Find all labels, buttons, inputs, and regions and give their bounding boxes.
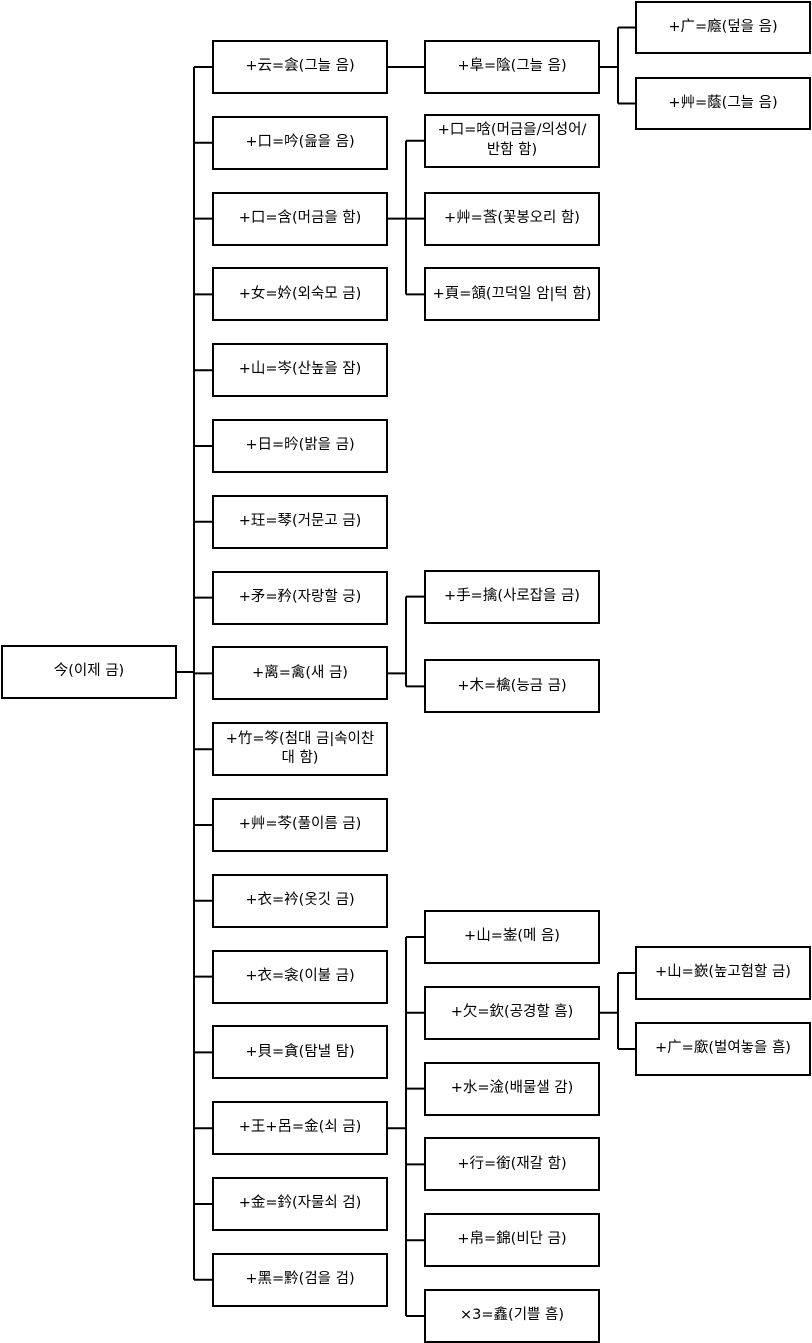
node-l1-6: +玨=琴(거문고 금) <box>212 494 388 549</box>
node-yin-child: +阜=陰(그늘 음) <box>424 40 600 94</box>
node-l1-1: +口=吟(읊을 음) <box>212 115 388 170</box>
root-node: 今(이제 금) <box>1 645 177 699</box>
node-l1-4: +山=岑(산높을 잠) <box>212 343 388 398</box>
node-l1-10: +艸=芩(풀이름 금) <box>212 798 388 852</box>
node-metal-child-0: +山=崟(메 음) <box>424 910 600 964</box>
node-bird-child-1: +木=檎(능금 금) <box>424 659 600 714</box>
node-metal-child-2: +水=淦(배물샐 감) <box>424 1061 600 1116</box>
node-l1-16: +黑=黔(검을 검) <box>212 1252 388 1307</box>
node-l1-2: +口=含(머금을 함) <box>212 191 388 246</box>
node-l1-15: +金=鈐(자물쇠 검) <box>212 1177 388 1231</box>
node-l1-5: +日=昑(밝을 금) <box>212 419 388 473</box>
node-heum-child-0: +山=嶔(높고험할 금) <box>635 946 811 1000</box>
node-ham-child-1: +艸=莟(꽃봉오리 함) <box>424 191 600 246</box>
node-yin2-child-0: +广=廕(덮을 음) <box>635 1 811 54</box>
node-l1-12: +衣=衾(이불 금) <box>212 949 388 1004</box>
node-heum-child-1: +广=廞(벌여놓을 흠) <box>635 1022 811 1076</box>
node-l1-8: +离=禽(새 금) <box>212 646 388 701</box>
node-metal-child-5: ×3=鑫(기쁠 흠) <box>424 1289 600 1343</box>
node-l1-3: +女=妗(외숙모 금) <box>212 267 388 322</box>
node-l1-11: +衣=衿(옷깃 금) <box>212 873 388 928</box>
node-metal-child-4: +帛=錦(비단 금) <box>424 1213 600 1268</box>
node-yin2-child-1: +艸=蔭(그늘 음) <box>635 77 811 130</box>
node-l1-0: +云=侌(그늘 음) <box>212 40 388 94</box>
node-bird-child-0: +手=擒(사로잡을 금) <box>424 569 600 624</box>
node-metal-child-1: +欠=欽(공경할 흠) <box>424 985 600 1040</box>
node-l1-7: +矛=矜(자랑할 긍) <box>212 570 388 625</box>
node-l1-13: +貝=貪(탐낼 탐) <box>212 1025 388 1080</box>
node-l1-14: +王+呂=金(쇠 금) <box>212 1101 388 1156</box>
node-metal-child-3: +行=銜(재갈 함) <box>424 1137 600 1192</box>
node-ham-child-2: +頁=頷(끄덕일 암|턱 함) <box>424 267 600 322</box>
node-ham-child-0: +口=唅(머금을/의성어/반함 함) <box>424 113 600 168</box>
node-l1-9: +竹=笒(첨대 금|속이찬 대 함) <box>212 722 388 777</box>
